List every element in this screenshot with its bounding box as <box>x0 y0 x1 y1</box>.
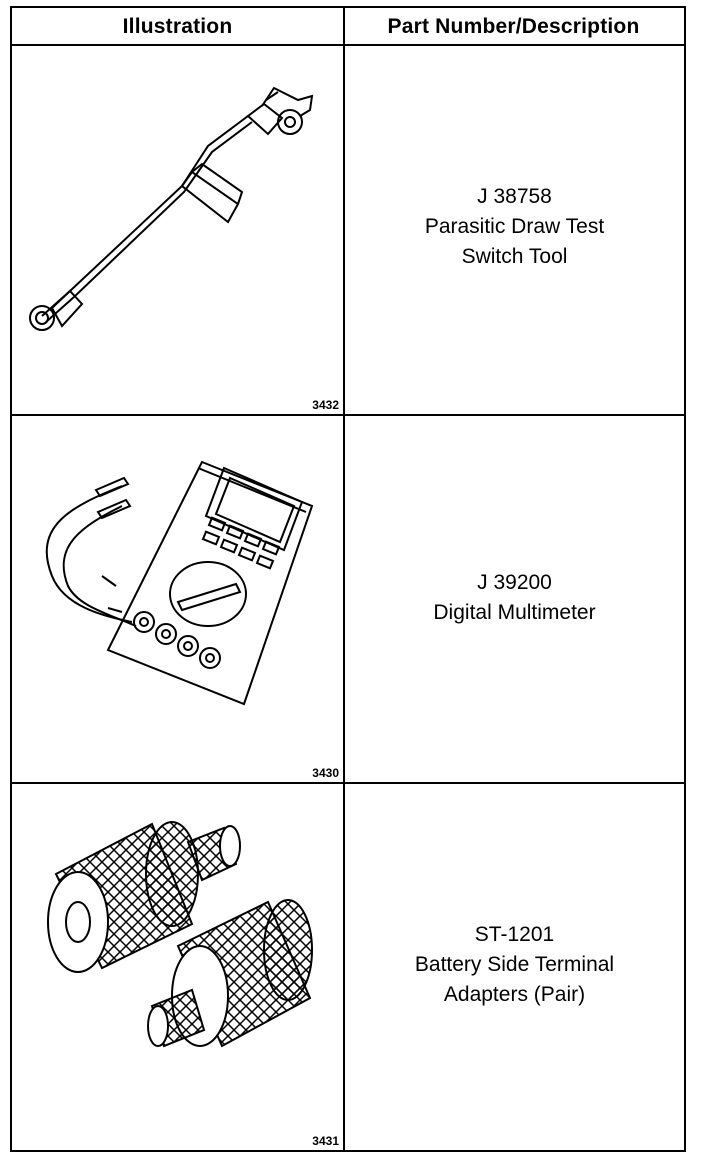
figure-number: 3430 <box>312 766 339 780</box>
description-line: Switch Tool <box>461 245 568 268</box>
terminal-adapters-icon <box>47 821 313 1048</box>
row-divider <box>10 414 686 416</box>
description-line: Adapters (Pair) <box>443 983 586 1006</box>
header-illustration: Illustration <box>122 15 233 38</box>
part-number: ST-1201 <box>474 923 555 946</box>
illustration-cell: 3432 <box>12 46 343 414</box>
description-line: Parasitic Draw Test <box>424 215 605 238</box>
part-description: ST-1201 Battery Side Terminal Adapters (… <box>347 920 682 1010</box>
header-part-number: Part Number/Description <box>387 15 640 38</box>
figure-number: 3432 <box>312 398 339 412</box>
part-number: J 39200 <box>477 571 552 594</box>
table-border <box>10 6 686 1152</box>
part-description: J 38758 Parasitic Draw Test Switch Tool <box>347 182 682 272</box>
parasitic-draw-switch-icon <box>29 86 314 331</box>
header-divider <box>10 44 686 46</box>
row-divider <box>10 782 686 784</box>
tools-table: Illustration Part Number/Description <box>10 6 686 1152</box>
part-number: J 38758 <box>477 185 552 208</box>
digital-multimeter-icon <box>45 460 314 706</box>
description-line: Battery Side Terminal <box>414 953 615 976</box>
illustration-cell: 3431 <box>12 784 343 1150</box>
figure-number: 3431 <box>312 1134 339 1148</box>
illustration-cell: 3430 <box>12 416 343 782</box>
description-line: Digital Multimeter <box>433 601 596 624</box>
part-description: J 39200 Digital Multimeter <box>347 568 682 628</box>
column-divider <box>343 6 345 1152</box>
